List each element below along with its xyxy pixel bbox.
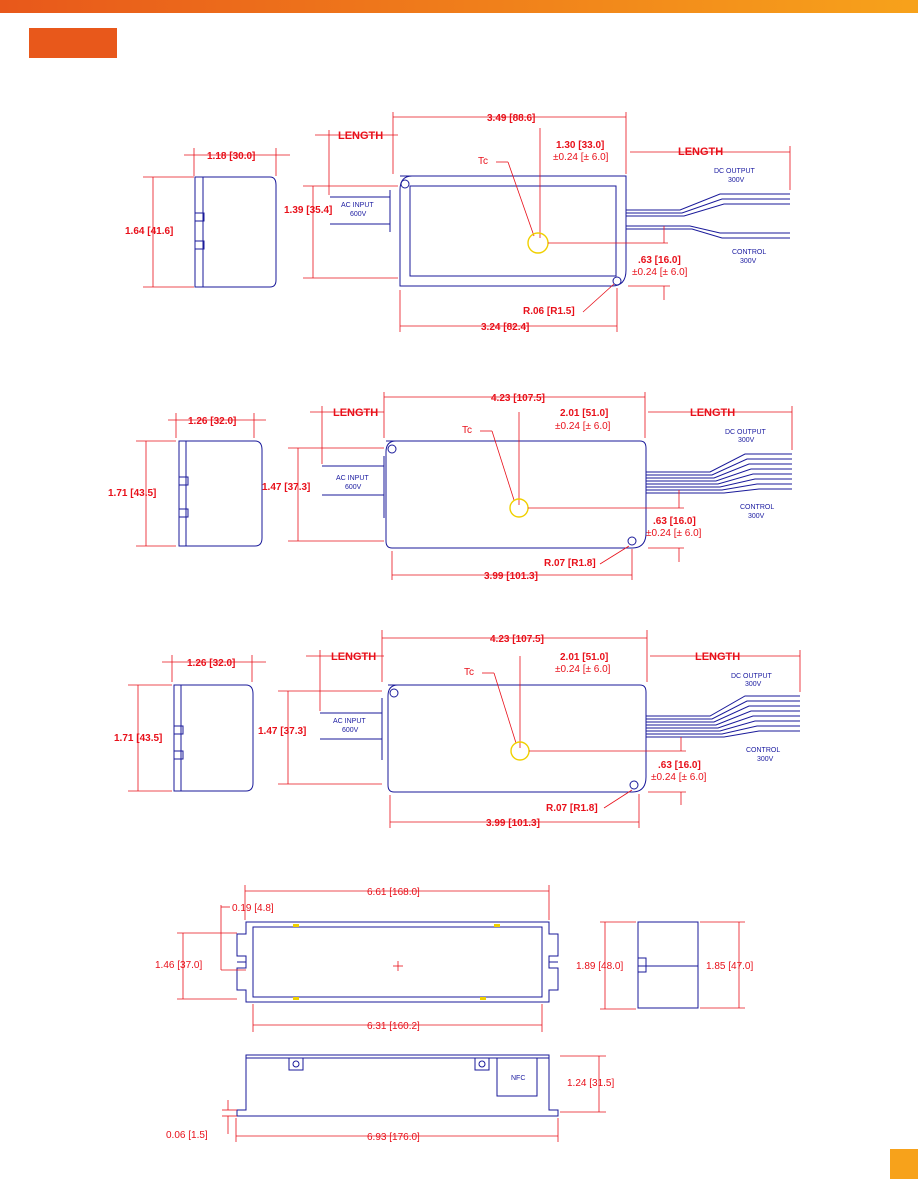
ac-input-label: AC INPUT	[333, 718, 366, 725]
control-voltage: 300V	[757, 756, 774, 763]
mount-dim: 6.31 [160.2]	[367, 1021, 420, 1032]
tc-y-dim: .63 [16.0]	[653, 516, 696, 527]
tc-label: Tc	[478, 156, 488, 167]
tc-y-dim: .63 [16.0]	[638, 255, 681, 266]
dc-output-label: DC OUTPUT	[725, 429, 767, 436]
tc-x-tolerance: ±0.24 [± 6.0]	[555, 421, 611, 432]
mount-dim: 3.99 [101.3]	[484, 571, 538, 582]
overall-length-dim: 4.23 [107.5]	[491, 393, 545, 404]
housing-outline	[387, 684, 647, 793]
side-outer-dim: 1.89 [48.0]	[576, 961, 623, 972]
control-label: CONTROL	[746, 747, 780, 754]
control-voltage: 300V	[740, 258, 757, 265]
end-view-outline	[637, 921, 699, 1009]
overall-length-dim: 6.61 [168.0]	[367, 887, 420, 898]
length-in-label: LENGTH	[338, 130, 383, 142]
tab-dim: 0.19 [4.8]	[232, 903, 274, 914]
height-dim: 1.46 [37.0]	[155, 960, 202, 971]
tc-label: Tc	[464, 667, 474, 678]
drawing-1: 1.18 [30.0] 1.64 [41.6] AC INPUT 600V LE…	[125, 112, 791, 333]
side-view-outline	[178, 440, 263, 547]
control-label: CONTROL	[740, 504, 774, 511]
housing-outline	[385, 440, 647, 549]
housing-outline	[399, 175, 627, 287]
tc-y-dim: .63 [16.0]	[658, 760, 701, 771]
drawing-4: 6.61 [168.0] 0.19 [4.8] 1.46 [37.0] 6.31…	[155, 885, 753, 1143]
tc-x-tolerance: ±0.24 [± 6.0]	[553, 152, 609, 163]
flange-dim: 0.06 [1.5]	[166, 1130, 208, 1141]
section-tag	[29, 28, 117, 58]
housing-front-view	[236, 1054, 559, 1117]
length-in-label: LENGTH	[331, 651, 376, 663]
side-height-dim: 1.71 [43.5]	[114, 733, 162, 744]
mount-dim: 3.99 [101.3]	[486, 818, 540, 829]
side-view-outline	[173, 684, 254, 792]
dc-output-voltage: 300V	[728, 177, 745, 184]
radius-dim: R.07 [R1.8]	[544, 558, 596, 569]
tc-x-dim: 1.30 [33.0]	[556, 140, 604, 151]
housing-top-view	[236, 921, 559, 1003]
dc-output-label: DC OUTPUT	[731, 673, 773, 680]
length-out-label: LENGTH	[690, 407, 735, 419]
mount-dim: 3.24 [82.4]	[481, 322, 529, 333]
dc-output-voltage: 300V	[738, 437, 755, 444]
overall-length-dim: 3.49 [88.6]	[487, 113, 535, 124]
control-label: CONTROL	[732, 249, 766, 256]
length-out-label: LENGTH	[678, 146, 723, 158]
side-view-outline	[194, 176, 277, 288]
side-width-dim: 1.18 [30.0]	[207, 151, 255, 162]
height-dim: 1.39 [35.4]	[284, 205, 332, 216]
side-height-dim: 1.64 [41.6]	[125, 226, 173, 237]
height-dim: 1.47 [37.3]	[262, 482, 310, 493]
tc-marker	[527, 232, 549, 254]
length-in-label: LENGTH	[333, 407, 378, 419]
header-gradient-bar	[0, 0, 918, 13]
side-inner-dim: 1.85 [47.0]	[706, 961, 753, 972]
depth-dim: 1.24 [31.5]	[567, 1078, 614, 1089]
tc-y-tolerance: ±0.24 [± 6.0]	[646, 528, 702, 539]
base-dim: 6.93 [176.0]	[367, 1132, 420, 1143]
page-corner-marker	[890, 1149, 918, 1179]
radius-dim: R.06 [R1.5]	[523, 306, 575, 317]
ac-input-voltage: 600V	[345, 484, 362, 491]
dc-output-voltage: 300V	[745, 681, 762, 688]
dc-output-label: DC OUTPUT	[714, 168, 756, 175]
radius-dim: R.07 [R1.8]	[546, 803, 598, 814]
ac-input-label: AC INPUT	[336, 475, 369, 482]
nfc-label: NFC	[511, 1075, 525, 1082]
drawing-3: 1.26 [32.0] 1.71 [43.5] AC INPUT 600V LE…	[114, 630, 801, 829]
tc-x-tolerance: ±0.24 [± 6.0]	[555, 664, 611, 675]
ac-input-voltage: 600V	[350, 211, 367, 218]
side-height-dim: 1.71 [43.5]	[108, 488, 156, 499]
tc-x-dim: 2.01 [51.0]	[560, 408, 608, 419]
length-out-label: LENGTH	[695, 651, 740, 663]
side-width-dim: 1.26 [32.0]	[188, 416, 236, 427]
ac-input-voltage: 600V	[342, 727, 359, 734]
tc-y-tolerance: ±0.24 [± 6.0]	[651, 772, 707, 783]
side-width-dim: 1.26 [32.0]	[187, 658, 235, 669]
ac-input-label: AC INPUT	[341, 202, 374, 209]
drawing-2: 1.26 [32.0] 1.71 [43.5] AC INPUT 600V LE…	[108, 392, 793, 582]
overall-length-dim: 4.23 [107.5]	[490, 634, 544, 645]
tc-x-dim: 2.01 [51.0]	[560, 652, 608, 663]
control-voltage: 300V	[748, 513, 765, 520]
tc-label: Tc	[462, 425, 472, 436]
height-dim: 1.47 [37.3]	[258, 726, 306, 737]
tc-y-tolerance: ±0.24 [± 6.0]	[632, 267, 688, 278]
